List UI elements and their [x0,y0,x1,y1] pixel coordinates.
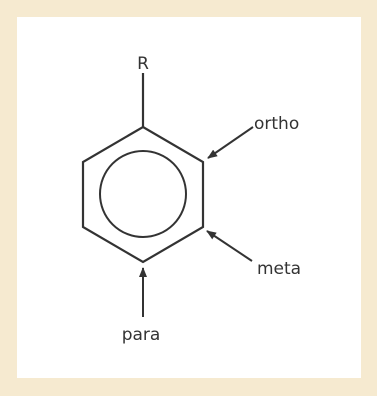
aromatic-circle [99,150,187,238]
para-label: para [122,325,161,345]
benzene-diagram: R ortho meta para [81,54,301,345]
diagram-panel: R ortho meta para [17,17,361,378]
meta-label: meta [257,259,301,279]
benzene-ring [81,125,205,264]
ortho-arrow [207,126,254,159]
substituent-label: R [137,54,149,74]
meta-arrow [206,230,253,262]
ortho-label: ortho [254,114,299,134]
